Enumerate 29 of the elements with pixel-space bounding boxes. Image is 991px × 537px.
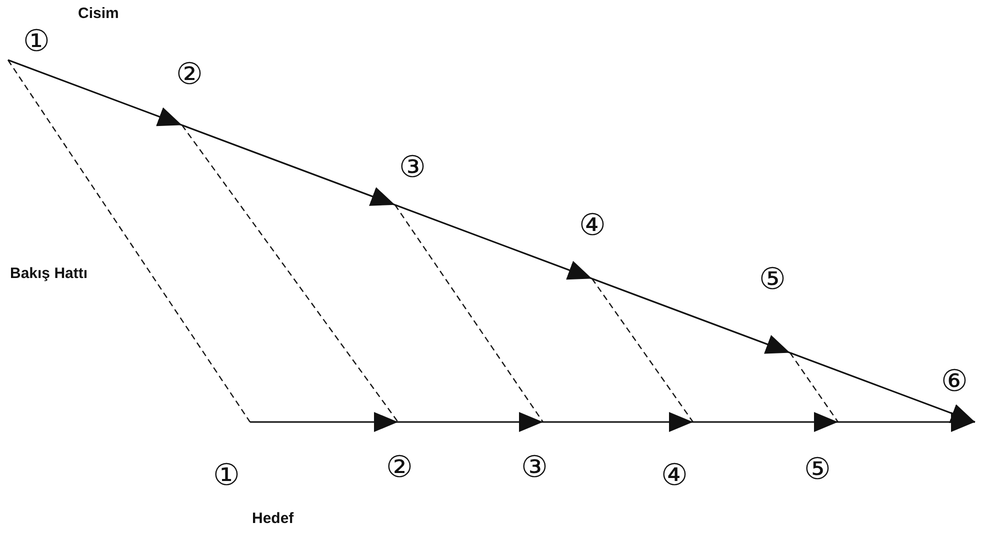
sight-line — [790, 352, 838, 422]
sight-line — [8, 60, 250, 422]
arrow — [8, 59, 182, 126]
point-number: ⑥ — [941, 364, 968, 400]
arrow — [394, 204, 592, 280]
sight-line — [182, 124, 398, 422]
point-number: ⑤ — [804, 452, 831, 488]
arrow — [693, 412, 838, 432]
point-number: ⑤ — [759, 262, 786, 298]
point-number: ③ — [399, 150, 426, 186]
point-number: ① — [213, 458, 240, 494]
point-number: ③ — [521, 450, 548, 486]
point-number: ④ — [661, 458, 688, 494]
point-number: ② — [176, 57, 203, 93]
arrow — [790, 352, 976, 423]
arrow — [398, 412, 543, 432]
point-caption: Cisim — [78, 5, 119, 22]
arrow — [838, 412, 975, 432]
point-number: ② — [386, 450, 413, 486]
point-caption: Hedef — [252, 510, 294, 527]
point-number: ① — [23, 24, 50, 60]
arrow — [592, 278, 790, 354]
sight-line — [592, 278, 694, 422]
arrow — [182, 124, 396, 206]
arrow — [250, 412, 398, 432]
sight-line — [394, 204, 544, 422]
point-number: ④ — [579, 208, 606, 244]
line-of-sight-label: Bakış Hattı — [10, 265, 88, 282]
arrow — [543, 412, 693, 432]
